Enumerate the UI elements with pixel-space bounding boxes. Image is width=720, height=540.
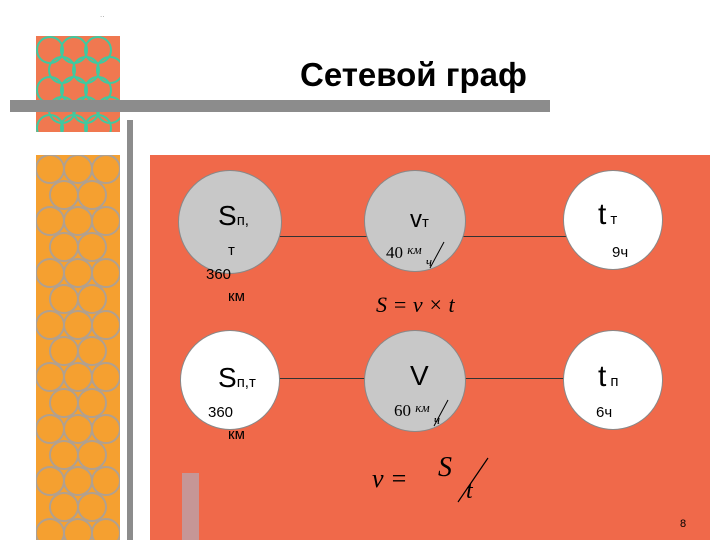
node-time-top [563, 170, 663, 270]
node1-symbol: Sп, [218, 200, 249, 232]
row2-node1-value: 360 [208, 404, 234, 421]
node2-value: 40 [386, 243, 403, 262]
node1-sub: п, [236, 212, 249, 229]
node-distance-top [178, 170, 282, 274]
rings-pattern-icon [36, 155, 120, 540]
row2-node3-sub: п [610, 373, 619, 390]
vertical-divider [127, 120, 133, 540]
node2-symbol: vт [410, 206, 429, 234]
node-speed-top [364, 170, 466, 272]
node2-unit-num: км [407, 242, 422, 257]
node-speed-bottom [364, 330, 466, 432]
row2-node3-main: t [598, 360, 607, 393]
row2-node2-value: 60 [394, 401, 411, 420]
decorative-tile-top [36, 36, 120, 132]
node2-sub: т [422, 214, 429, 231]
fraction-slash-icon [457, 457, 489, 503]
row2-node2-symbol: V [410, 360, 429, 391]
node2-unit-den: ч [425, 254, 433, 269]
row2-node1-main: S [218, 362, 237, 393]
row2-node1-unit: км [228, 426, 245, 443]
fraction-slash-icon [429, 241, 445, 269]
node1-value: 360 [206, 266, 232, 283]
row2-node1-sub: п,т [236, 374, 256, 391]
node3-main: t [598, 198, 607, 231]
formula-speed-lhs: v = [372, 464, 408, 493]
formula-distance: S = v × t [376, 292, 455, 317]
formula-speed-den: t [466, 478, 473, 504]
row2-node3-value: 6ч [596, 404, 613, 421]
slide-title: Сетевой граф [300, 56, 527, 93]
formula-speed-num: S [438, 452, 452, 483]
node1-unit: км [228, 288, 245, 305]
node3-sub: т [610, 211, 618, 228]
decorative-strip [182, 473, 199, 540]
node1-main: S [218, 200, 237, 231]
rings-pattern-icon [36, 36, 120, 132]
node3-value: 9ч [612, 244, 629, 261]
node2-value-fraction: 40 км ч [386, 242, 432, 270]
fraction-slash-icon [433, 399, 449, 427]
node2-main: v [410, 206, 422, 233]
corner-dots: .. [100, 10, 105, 19]
page-number: 8 [680, 518, 687, 530]
node1-sub2: т [228, 242, 235, 259]
title-divider [10, 100, 550, 112]
row2-node1-symbol: Sп,т [218, 362, 256, 394]
node-distance-bottom [180, 330, 280, 430]
decorative-tile-left [36, 155, 120, 540]
row2-node2-unit-num: км [415, 400, 430, 415]
node-time-bottom [563, 330, 663, 430]
